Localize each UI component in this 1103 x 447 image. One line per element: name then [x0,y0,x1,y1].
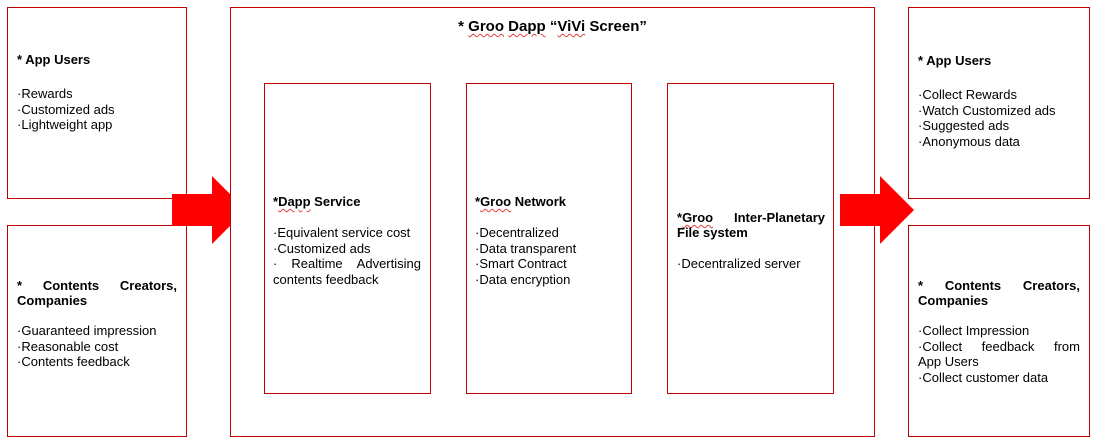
left-creators-box: * Contents Creators, Companies Guarantee… [7,225,187,437]
list-item: Suggested ads [918,118,1056,134]
list-item: Decentralized [475,225,576,241]
list-item: Collect feedback from [918,339,1080,355]
list-item: Decentralized server [677,256,800,272]
left-creators-title: * Contents Creators, Companies [17,278,177,308]
left-creators-title-line1: * Contents Creators, [17,278,177,293]
list-item-continuation: App Users [918,354,979,369]
list-item: Collect customer data [918,370,1080,386]
groo-ipfs-title-line2: File system [677,225,748,240]
right-app-users-list: Collect Rewards Watch Customized ads Sug… [918,87,1056,150]
list-item: Rewards [17,86,115,102]
list-item: Data transparent [475,241,576,257]
left-app-users-list: Rewards Customized ads Lightweight app [17,86,115,133]
list-item: Contents feedback [17,354,156,370]
right-creators-title-line1: * Contents Creators, [918,278,1080,293]
right-creators-list: Collect Impression Collect feedback from… [918,323,1080,385]
left-creators-title-line2: Companies [17,293,88,308]
list-item: Customized ads [17,102,114,118]
list-item-continuation: contents feedback [273,271,379,287]
groo-dapp-screen-title: * Groo Dapp “ViVi Screen” [458,18,647,35]
right-app-users-box: * App Users Collect Rewards Watch Custom… [908,7,1090,199]
list-item: Lightweight app [17,117,115,133]
list-item: Customized ads [273,241,421,257]
right-creators-box: * Contents Creators, Companies Collect I… [908,225,1090,437]
groo-network-list: Decentralized Data transparent Smart Con… [475,225,576,287]
dapp-service-box: *Dapp Service Equivalent service cost Cu… [264,83,431,394]
right-arrow-icon [840,176,914,244]
right-app-users-title: * App Users [918,53,992,68]
list-item: Collect Impression [918,323,1080,339]
list-item: Watch Customized ads [918,103,1055,119]
left-arrow-icon [172,176,246,244]
dapp-service-list: Equivalent service cost Customized ads R… [273,225,421,287]
list-item: Data encryption [475,272,576,288]
left-creators-list: Guaranteed impression Reasonable cost Co… [17,323,156,370]
groo-network-title: *Groo Network [475,194,567,209]
dapp-service-title: *Dapp Service [273,194,361,209]
list-item: Collect Rewards [918,87,1056,103]
left-app-users-box: * App Users Rewards Customized ads Light… [7,7,187,199]
right-creators-title: * Contents Creators, Companies [918,278,1080,308]
list-item: Anonymous data [918,134,1056,150]
groo-network-box: *Groo Network Decentralized Data transpa… [466,83,632,394]
list-item: Reasonable cost [17,339,156,355]
list-item: Guaranteed impression [17,323,156,339]
list-item: Smart Contract [475,256,576,272]
left-app-users-title: * App Users [17,52,91,67]
right-creators-title-line2: Companies [918,293,989,308]
groo-ipfs-list: Decentralized server [677,256,800,272]
list-item: Equivalent service cost [273,225,421,241]
